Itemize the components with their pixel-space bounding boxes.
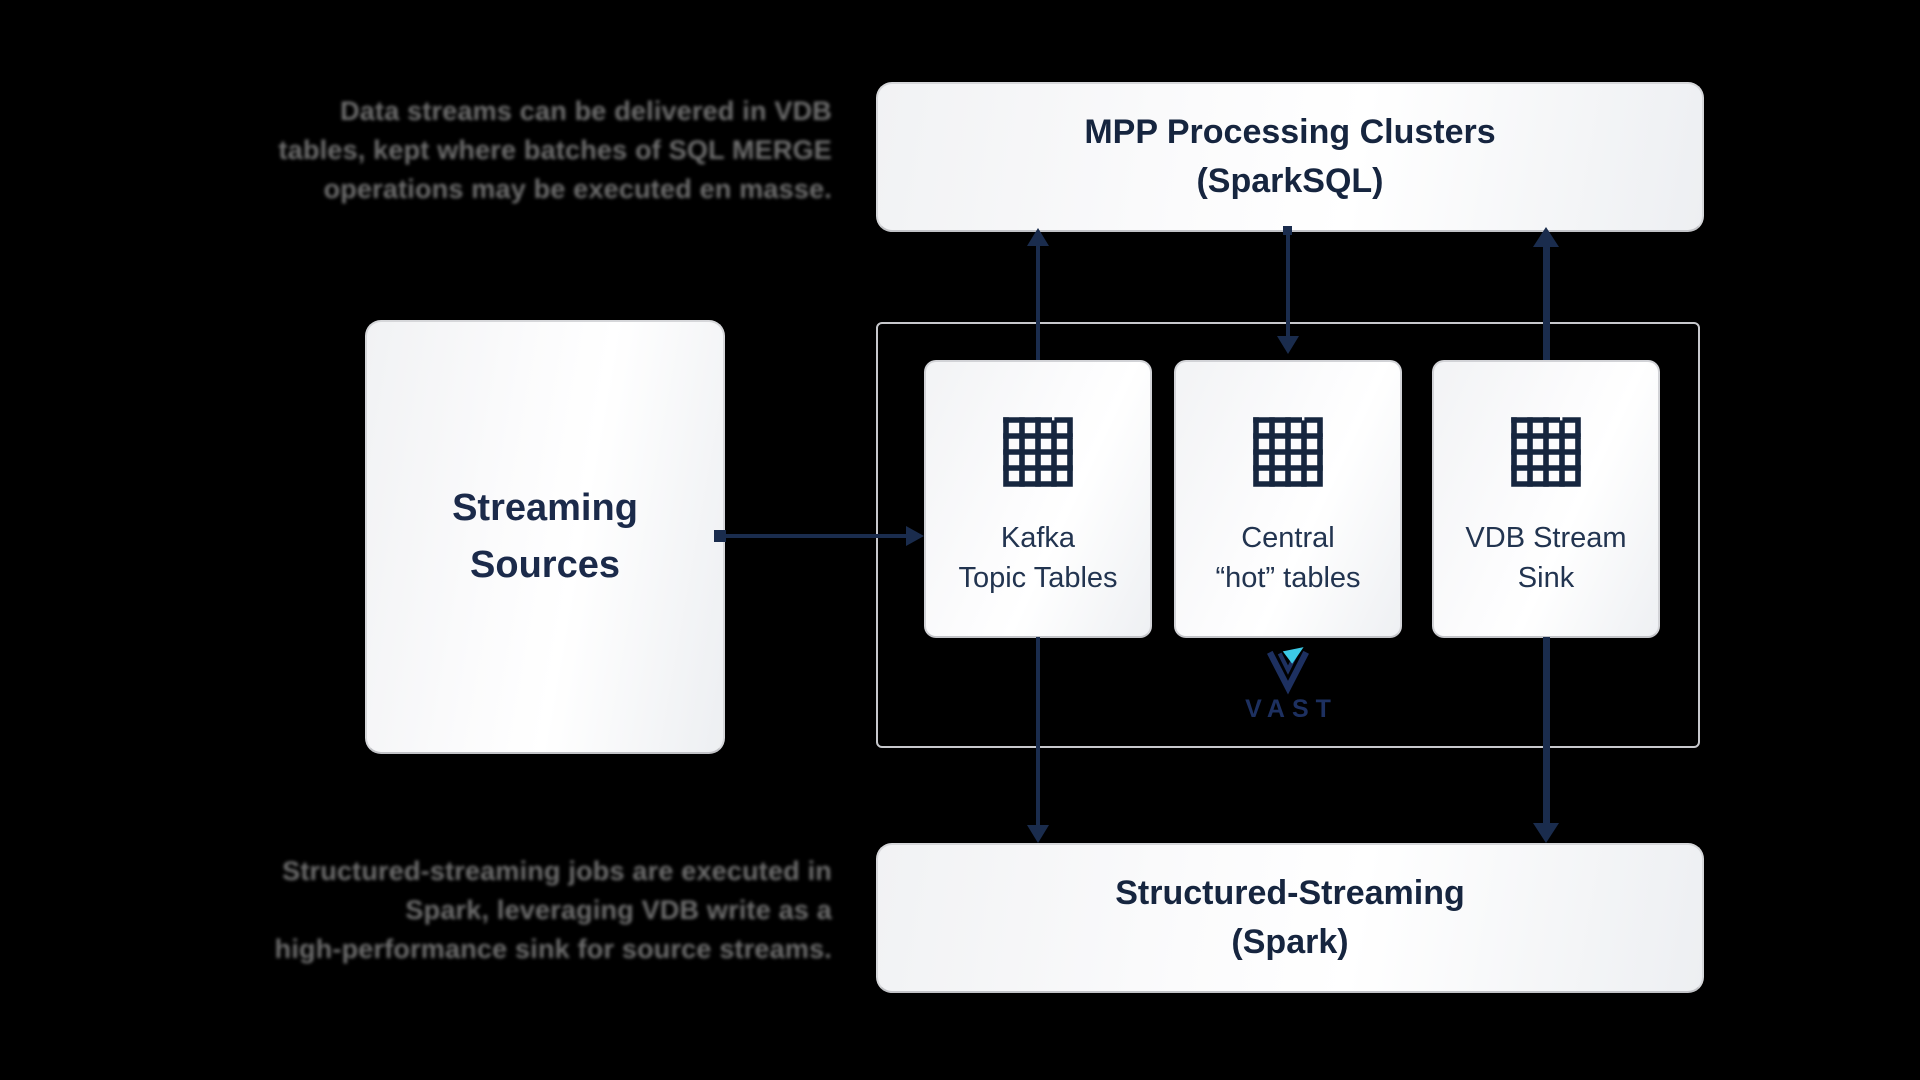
annotation-line: high-performance sink for source streams… <box>274 934 832 964</box>
vast-wordmark: VAST <box>1245 695 1338 723</box>
arrow-vdb-to-spark-head <box>1533 823 1559 843</box>
arrow-mpp-to-central-line <box>1286 233 1290 336</box>
arrow-kafka-to-spark-head <box>1027 825 1049 843</box>
arrow-mpp-to-central-start-dot <box>1283 226 1292 235</box>
arrow-mpp-to-central-head <box>1277 336 1299 354</box>
annotation-line: Structured-streaming jobs are executed i… <box>282 856 832 886</box>
arrow-kafka-to-mpp-line <box>1036 246 1040 360</box>
table-grid-icon <box>1253 417 1323 487</box>
streaming-sources-box: Streaming Sources <box>365 320 725 754</box>
card-vdb-stream-sink: VDB Stream Sink <box>1432 360 1660 638</box>
annotation-line: tables, kept where batches of SQL MERGE <box>278 135 832 165</box>
arrow-vdb-to-mpp-head <box>1533 227 1559 247</box>
mpp-box-title: MPP Processing Clusters <box>1084 113 1496 151</box>
structured-streaming-box: Structured-Streaming (Spark) <box>876 843 1704 993</box>
spark-box-title: Structured-Streaming <box>1115 874 1465 912</box>
table-grid-icon <box>1003 417 1073 487</box>
mpp-box-subtitle: (SparkSQL) <box>1196 162 1384 200</box>
vast-logo-mark <box>1267 647 1309 695</box>
arrow-vdb-to-spark-line <box>1543 637 1550 823</box>
sources-box-title: Streaming <box>452 487 638 529</box>
card-label: Central “hot” tables <box>1215 522 1361 594</box>
card-central-hot-tables: Central “hot” tables <box>1174 360 1402 638</box>
annotation-spark-caption: Structured-streaming jobs are executed i… <box>112 852 832 969</box>
arrow-sources-to-kafka-line <box>721 534 907 538</box>
arrow-sources-to-kafka-head <box>906 526 924 546</box>
card-kafka-topic-tables: Kafka Topic Tables <box>924 360 1152 638</box>
card-label: VDB Stream Sink <box>1465 522 1627 594</box>
arrow-sources-start-nub <box>714 530 726 542</box>
spark-box-subtitle: (Spark) <box>1231 923 1349 961</box>
arrow-kafka-to-spark-line <box>1036 637 1040 825</box>
arrow-kafka-to-mpp-head <box>1027 228 1049 246</box>
annotation-line: Data streams can be delivered in VDB <box>340 96 832 126</box>
annotation-line: Spark, leveraging VDB write as a <box>405 895 832 925</box>
vast-logo: VAST <box>878 643 1698 722</box>
sources-box-title2: Sources <box>470 544 620 586</box>
annotation-line: operations may be executed en masse. <box>323 174 832 204</box>
card-label: Kafka Topic Tables <box>958 522 1118 594</box>
table-grid-icon <box>1511 417 1581 487</box>
vast-database-container: Kafka Topic Tables Central “hot” tables <box>876 322 1700 748</box>
mpp-processing-clusters-box: MPP Processing Clusters (SparkSQL) <box>876 82 1704 232</box>
arrow-vdb-to-mpp-line <box>1543 247 1550 360</box>
annotation-ingest-caption: Data streams can be delivered in VDB tab… <box>112 92 832 209</box>
